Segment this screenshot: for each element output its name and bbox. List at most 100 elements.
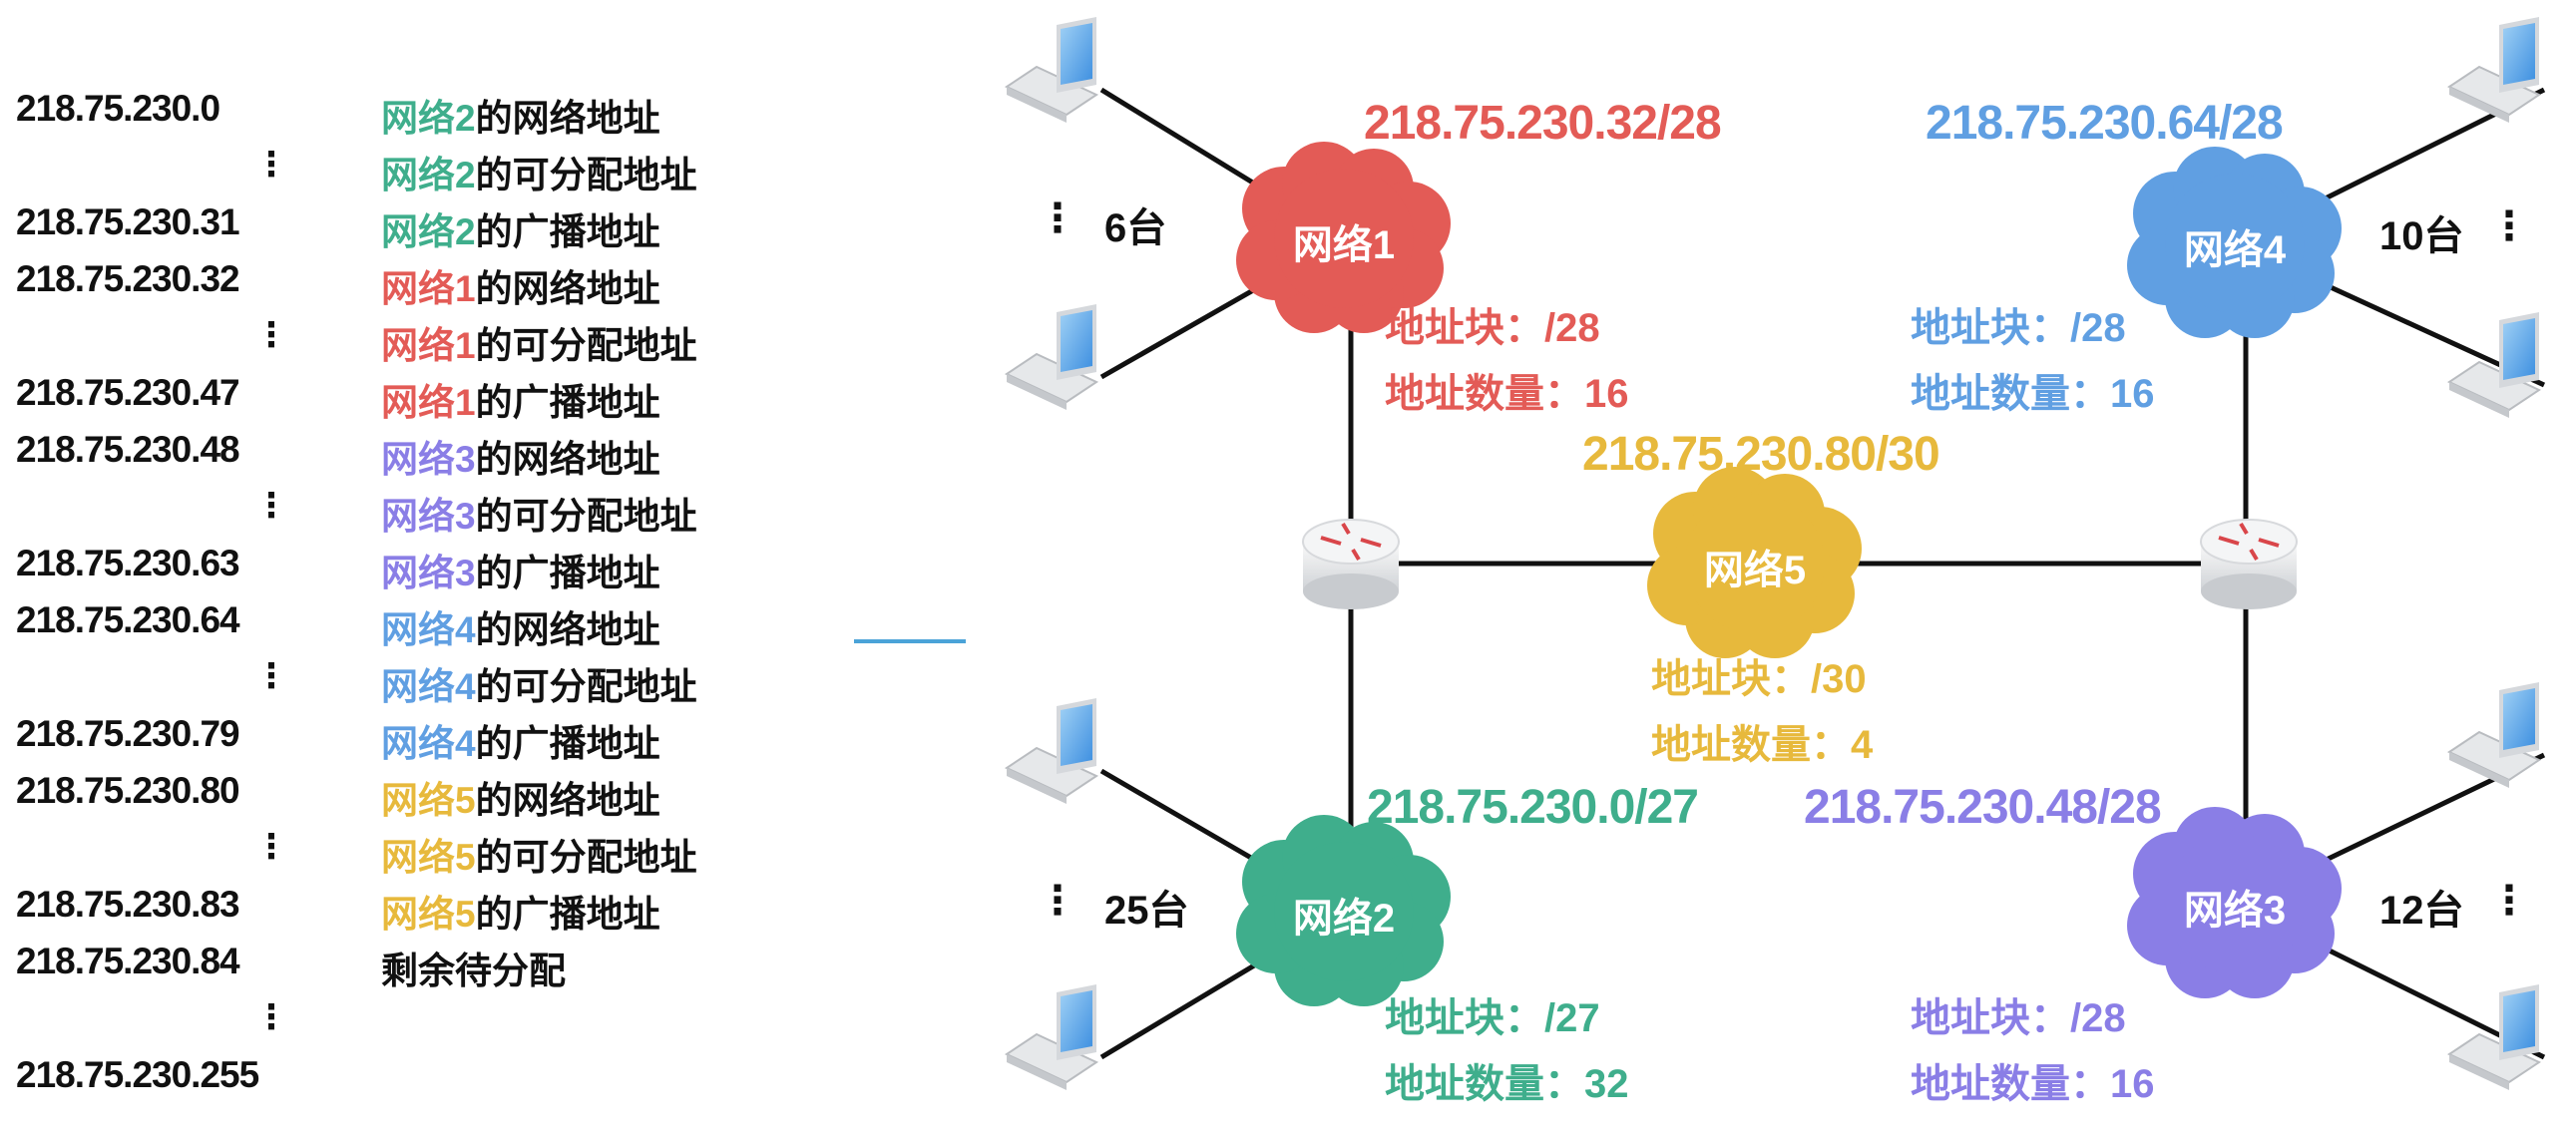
cloud-icon	[1236, 815, 1451, 1006]
address-count-label: 地址数量：32	[1385, 1062, 1629, 1106]
cloud-label: 网络1	[1292, 223, 1396, 267]
laptop-icon	[2446, 312, 2542, 418]
laptop-icon	[2446, 984, 2542, 1090]
ellipsis-icon: ⋮	[2489, 204, 2529, 248]
address-count-label: 地址数量：16	[1385, 372, 1629, 416]
address-role: 网络5的广播地址	[381, 884, 660, 938]
ip-address: 218.75.230.80	[16, 770, 240, 811]
cloud-label: 网络4	[2183, 228, 2287, 272]
laptop-icon	[1004, 698, 1099, 804]
ellipsis-icon: ⋮	[2489, 879, 2529, 923]
network-name: 网络2	[381, 211, 476, 252]
cidr-label: 218.75.230.48/28	[1804, 781, 2162, 834]
address-count-label: 地址数量：4	[1651, 723, 1874, 767]
ip-address: 218.75.230.63	[16, 543, 240, 583]
role-text: 的可分配地址	[475, 325, 697, 366]
address-role: 网络4的可分配地址	[381, 656, 697, 710]
address-role: 网络3的网络地址	[381, 429, 660, 483]
role-text: 的广播地址	[475, 553, 660, 593]
ellipsis-icon: ⋮	[254, 828, 288, 866]
ip-address: 218.75.230.48	[16, 429, 240, 470]
role-text: 的可分配地址	[475, 837, 697, 878]
role-text: 的可分配地址	[475, 155, 697, 195]
router-icon	[1302, 519, 1400, 609]
router-icon	[2200, 519, 2298, 609]
host-count: 12台	[2379, 889, 2464, 933]
ellipsis-icon: ⋮	[254, 487, 288, 525]
network-name: 网络5	[381, 837, 476, 878]
ellipsis-icon: ⋮	[254, 316, 288, 354]
ip-address: 218.75.230.79	[16, 713, 240, 754]
address-role: 网络4的广播地址	[381, 713, 660, 767]
network-name: 网络3	[381, 553, 476, 593]
role-text: 的网络地址	[475, 780, 660, 821]
ip-address: 218.75.230.84	[16, 941, 240, 981]
network-name: 网络1	[381, 268, 476, 309]
ip-address: 218.75.230.32	[16, 258, 240, 299]
cloud-icon	[2127, 807, 2342, 998]
cloud-label: 网络5	[1703, 549, 1807, 592]
host-count: 10台	[2379, 214, 2464, 258]
address-role: 网络5的网络地址	[381, 770, 660, 824]
address-role: 网络3的广播地址	[381, 543, 660, 596]
ip-address: 218.75.230.0	[16, 88, 220, 129]
ip-address: 218.75.230.64	[16, 599, 240, 640]
network-name: 网络4	[381, 609, 476, 650]
ip-address: 218.75.230.255	[16, 1054, 259, 1095]
address-role: 网络1的网络地址	[381, 258, 660, 312]
cloud-icon	[1647, 467, 1862, 658]
laptop-icon	[1004, 17, 1099, 123]
address-role: 网络2的广播地址	[381, 201, 660, 255]
ip-address: 218.75.230.31	[16, 201, 240, 242]
address-block-label: 地址块：/28	[1911, 306, 2126, 350]
role-text: 的网络地址	[475, 439, 660, 480]
address-count-label: 地址数量：16	[1911, 1062, 2155, 1106]
role-text: 的可分配地址	[475, 496, 697, 537]
host-count: 6台	[1104, 206, 1167, 250]
address-block-label: 地址块：/28	[1385, 306, 1600, 350]
role-text: 的广播地址	[475, 382, 660, 423]
address-block-label: 地址块：/30	[1651, 657, 1867, 701]
address-role: 网络5的可分配地址	[381, 827, 697, 881]
address-role: 网络3的可分配地址	[381, 486, 697, 540]
ellipsis-icon: ⋮	[1038, 879, 1077, 923]
network-name: 网络3	[381, 496, 476, 537]
network-name: 网络5	[381, 894, 476, 935]
host-count: 25台	[1104, 889, 1189, 933]
role-text: 的广播地址	[475, 211, 660, 252]
cidr-label: 218.75.230.0/27	[1367, 781, 1699, 834]
role-text: 剩余待分配	[381, 951, 566, 991]
laptop-icon	[1004, 304, 1099, 410]
address-block-label: 地址块：/27	[1385, 996, 1600, 1040]
ip-address: 218.75.230.47	[16, 372, 240, 413]
role-text: 的可分配地址	[475, 666, 697, 707]
address-role: 网络1的广播地址	[381, 372, 660, 426]
network-name: 网络5	[381, 780, 476, 821]
network-name: 网络4	[381, 723, 476, 764]
laptop-icon	[2446, 682, 2542, 788]
ellipsis-icon: ⋮	[254, 146, 288, 184]
cidr-label: 218.75.230.80/30	[1582, 428, 1940, 481]
cloud-icon	[2127, 147, 2342, 338]
divider-line	[854, 639, 966, 643]
role-text: 的广播地址	[475, 723, 660, 764]
cloud-label: 网络3	[2183, 889, 2287, 933]
laptop-icon	[1004, 984, 1099, 1090]
address-role: 网络2的网络地址	[381, 88, 660, 142]
network-name: 网络4	[381, 666, 476, 707]
address-role: 网络4的网络地址	[381, 599, 660, 653]
ellipsis-icon: ⋮	[254, 998, 288, 1036]
ellipsis-icon: ⋮	[1038, 196, 1077, 240]
address-role: 网络2的可分配地址	[381, 145, 697, 198]
address-block-label: 地址块：/28	[1911, 996, 2126, 1040]
role-text: 的广播地址	[475, 894, 660, 935]
cidr-label: 218.75.230.32/28	[1364, 97, 1722, 150]
address-role: 剩余待分配	[381, 941, 566, 994]
ellipsis-icon: ⋮	[254, 657, 288, 695]
laptop-icon	[2446, 17, 2542, 123]
network-name: 网络2	[381, 98, 476, 139]
ip-address: 218.75.230.83	[16, 884, 240, 925]
network-name: 网络2	[381, 155, 476, 195]
cloud-icon	[1236, 142, 1451, 333]
